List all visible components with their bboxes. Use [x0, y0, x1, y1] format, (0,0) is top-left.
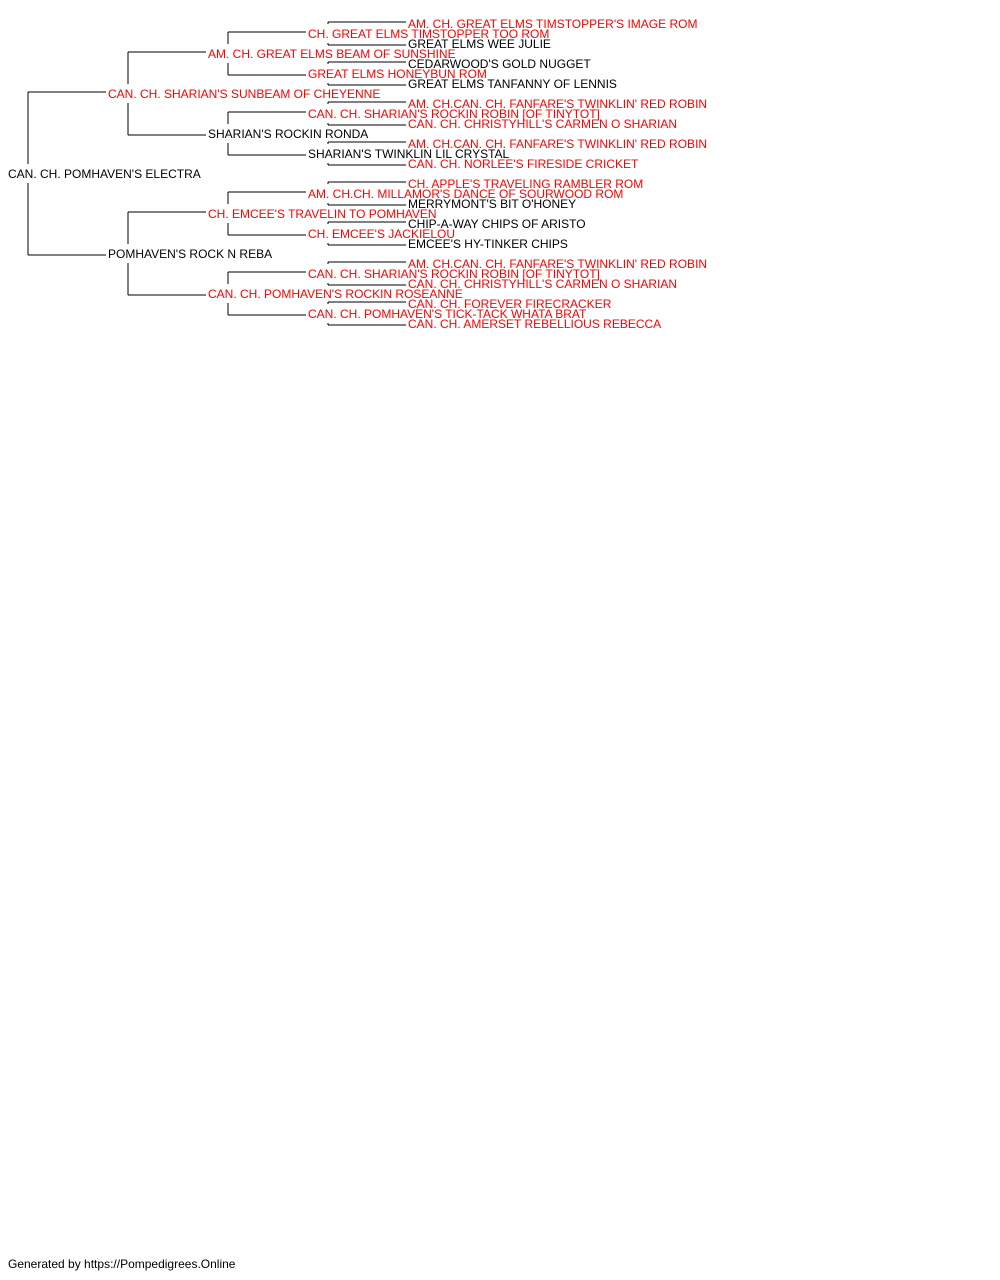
generated-by-footer: Generated by https://Pompedigrees.Online	[8, 1257, 236, 1271]
ancestor-name-gen3: AM. CH.CH. MILLAMOR'S DANCE OF SOURWOOD …	[308, 187, 623, 201]
ancestor-name-gen3: CH. GREAT ELMS TIMSTOPPER TOO ROM	[308, 27, 549, 41]
ancestor-name-gen2: SHARIAN'S ROCKIN RONDA	[208, 127, 368, 141]
ancestor-name-gen4: CAN. CH. CHRISTYHILL'S CARMEN O SHARIAN	[408, 277, 677, 291]
ancestor-name-gen4: CAN. CH. FOREVER FIRECRACKER	[408, 297, 612, 311]
ancestor-name-gen4: EMCEE'S HY-TINKER CHIPS	[408, 237, 568, 251]
ancestor-name-gen1: CAN. CH. SHARIAN'S SUNBEAM OF CHEYENNE	[108, 87, 380, 101]
ancestor-name-gen2: AM. CH. GREAT ELMS BEAM OF SUNSHINE	[208, 47, 456, 61]
ancestor-name-gen4: CH. APPLE'S TRAVELING RAMBLER ROM	[408, 177, 643, 191]
pedigree-tree: CAN. CH. POMHAVEN'S ELECTRA CAN. CH. SHAR…	[8, 17, 707, 331]
ancestor-name-gen4: CEDARWOOD'S GOLD NUGGET	[408, 57, 591, 71]
ancestor-name-gen4: AM. CH.CAN. CH. FANFARE'S TWINKLIN' RED …	[408, 257, 707, 271]
ancestor-name-gen3: CAN. CH. SHARIAN'S ROCKIN ROBIN [OF TINY…	[308, 107, 600, 121]
ancestor-name-gen3: CH. EMCEE'S JACKIELOU	[308, 227, 455, 241]
ancestor-name-gen1: POMHAVEN'S ROCK N REBA	[108, 247, 272, 261]
ancestor-name-gen4: GREAT ELMS WEE JULIE	[408, 37, 551, 51]
ancestor-name-gen4: AM. CH. GREAT ELMS TIMSTOPPER'S IMAGE RO…	[408, 17, 697, 31]
ancestor-name-gen4: CAN. CH. AMERSET REBELLIOUS REBECCA	[408, 317, 661, 331]
ancestor-name-gen3: GREAT ELMS HONEYBUN ROM	[308, 67, 487, 81]
ancestor-name-gen4: CAN. CH. NORLEE'S FIRESIDE CRICKET	[408, 157, 639, 171]
ancestor-name-gen4: MERRYMONT'S BIT O'HONEY	[408, 197, 576, 211]
ancestor-name-gen4: CAN. CH. CHRISTYHILL'S CARMEN O SHARIAN	[408, 117, 677, 131]
ancestor-name-gen3: SHARIAN'S TWINKLIN LIL CRYSTAL	[308, 147, 510, 161]
ancestor-name-gen3: CAN. CH. SHARIAN'S ROCKIN ROBIN [OF TINY…	[308, 267, 600, 281]
ancestor-name-gen4: AM. CH.CAN. CH. FANFARE'S TWINKLIN' RED …	[408, 137, 707, 151]
ancestor-name-gen4: GREAT ELMS TANFANNY OF LENNIS	[408, 77, 617, 91]
ancestor-name-gen0: CAN. CH. POMHAVEN'S ELECTRA	[8, 167, 201, 181]
ancestor-name-gen4: AM. CH.CAN. CH. FANFARE'S TWINKLIN' RED …	[408, 97, 707, 111]
ancestor-name-gen2: CAN. CH. POMHAVEN'S ROCKIN ROSEANNE	[208, 287, 463, 301]
ancestor-name-gen4: CHIP-A-WAY CHIPS OF ARISTO	[408, 217, 586, 231]
ancestor-name-gen2: CH. EMCEE'S TRAVELIN TO POMHAVEN	[208, 207, 437, 221]
ancestor-name-gen3: CAN. CH. POMHAVEN'S TICK-TACK WHATA BRAT	[308, 307, 587, 321]
